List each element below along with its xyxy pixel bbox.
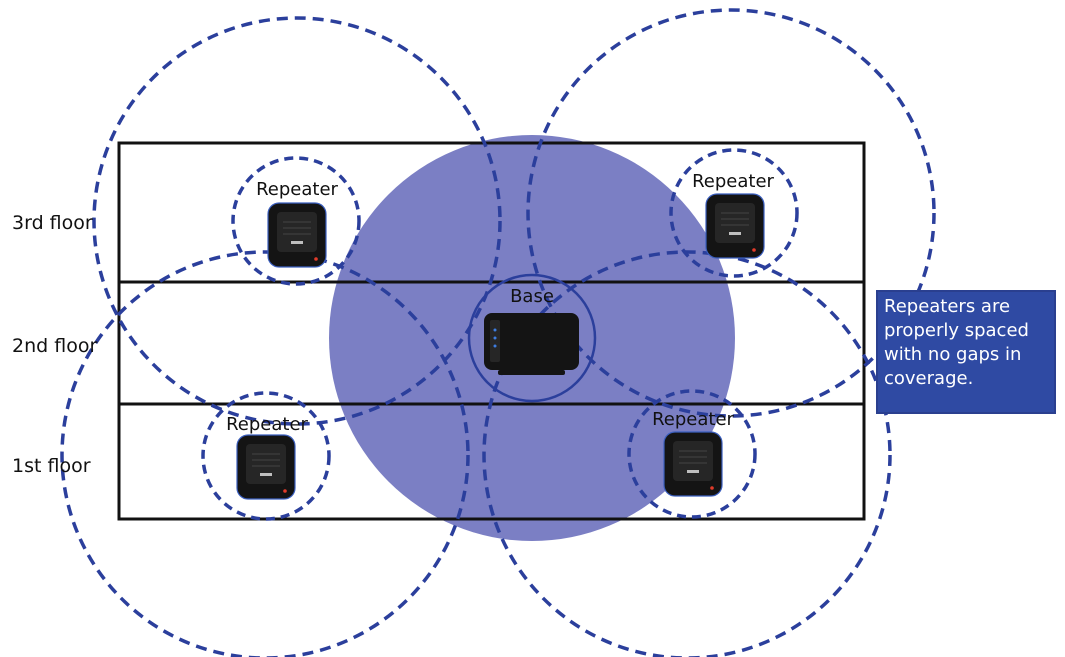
base-device-led-2 bbox=[493, 336, 497, 340]
repeater-logo bbox=[687, 470, 699, 473]
repeater-label-bottom-right: Repeater bbox=[652, 409, 734, 430]
repeater-front-panel bbox=[715, 203, 755, 243]
base-label: Base bbox=[510, 286, 554, 307]
repeater-position-rings bbox=[201, 148, 799, 521]
repeater-ring-top-right bbox=[669, 148, 799, 278]
base-device-panel bbox=[490, 320, 500, 362]
repeater-label-bottom-left: Repeater bbox=[226, 414, 308, 435]
repeater-device-top-right bbox=[705, 193, 765, 259]
base-device bbox=[484, 313, 579, 375]
repeater-label-top-right: Repeater bbox=[692, 171, 774, 192]
repeater-logo bbox=[260, 473, 272, 476]
repeater-edge-glow bbox=[267, 202, 327, 268]
repeater-front-panel bbox=[673, 441, 713, 481]
repeater-status-led bbox=[710, 486, 714, 490]
base-device-led-1 bbox=[493, 328, 497, 332]
repeater-coverage-top-left bbox=[92, 16, 502, 426]
repeater-status-led bbox=[314, 257, 318, 261]
repeater-front-panel bbox=[277, 212, 317, 252]
repeater-logo bbox=[291, 241, 303, 244]
base-device-body bbox=[484, 313, 579, 370]
repeater-label-top-left: Repeater bbox=[256, 179, 338, 200]
base-ring bbox=[467, 273, 597, 403]
repeater-front-panel bbox=[246, 444, 286, 484]
floor-label-2nd: 2nd floor bbox=[12, 335, 98, 357]
repeater-status-led bbox=[283, 489, 287, 493]
repeater-edge-glow bbox=[663, 431, 723, 497]
repeater-coverage-areas bbox=[60, 8, 936, 657]
repeater-coverage-bottom-left bbox=[60, 250, 470, 657]
repeater-edge-glow bbox=[236, 434, 296, 500]
repeater-ring-bottom-right bbox=[627, 389, 757, 519]
repeater-device-top-left bbox=[267, 202, 327, 268]
floor-label-1st: 1st floor bbox=[12, 455, 91, 477]
repeater-coverage-top-right bbox=[526, 8, 936, 418]
base-device-led-3 bbox=[493, 344, 497, 348]
coverage-callout: Repeaters are properly spaced with no ga… bbox=[876, 290, 1056, 414]
floor-label-3rd: 3rd floor bbox=[12, 212, 93, 234]
repeater-status-led bbox=[752, 248, 756, 252]
callout-text: Repeaters are properly spaced with no ga… bbox=[884, 296, 1029, 389]
repeater-ring-top-left bbox=[231, 156, 361, 286]
repeater-device-bottom-right bbox=[663, 431, 723, 497]
building-outline bbox=[117, 141, 866, 521]
repeater-ring-bottom-left bbox=[201, 391, 331, 521]
repeater-logo bbox=[729, 232, 741, 235]
repeater-device-bottom-left bbox=[236, 434, 296, 500]
repeater-coverage-bottom-right bbox=[482, 250, 892, 657]
base-device-stand bbox=[498, 370, 565, 375]
repeater-edge-glow bbox=[705, 193, 765, 259]
